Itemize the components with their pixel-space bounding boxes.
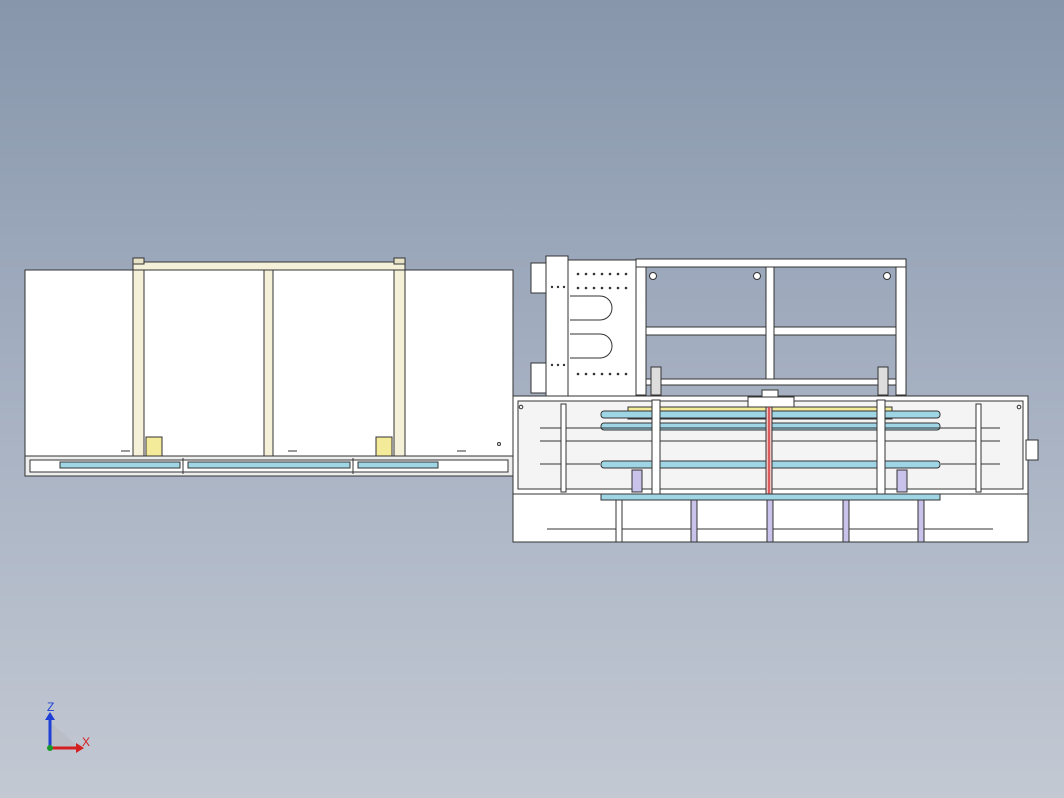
right-foot-bracket <box>375 436 393 457</box>
bed-column <box>876 399 886 495</box>
bed-side-post <box>975 403 982 493</box>
left-base-tube <box>357 461 439 469</box>
bed-foot-post <box>896 469 908 493</box>
left-base-tube <box>59 461 181 469</box>
fastener-dot <box>518 404 524 410</box>
gripper-plate <box>567 259 637 397</box>
side-connector <box>1025 439 1039 461</box>
right-upright <box>393 269 406 457</box>
z-axis-arrowhead-icon <box>45 712 55 720</box>
gripper-slot-upper <box>570 295 613 321</box>
support-leg <box>690 499 698 543</box>
left-upright <box>132 269 145 457</box>
triad-plane-icon <box>50 722 80 748</box>
support-leg <box>917 499 925 543</box>
clamp-cylinder-left <box>650 366 662 396</box>
support-leg <box>615 499 623 543</box>
triad-origin-icon <box>47 745 53 751</box>
upper-frame-top-bar <box>635 258 907 268</box>
left-foot-bracket <box>145 436 163 457</box>
left-machine-assembly[interactable] <box>24 257 514 477</box>
fastener-dot <box>1016 404 1022 410</box>
upper-frame-center-post <box>765 266 775 384</box>
support-leg <box>766 499 774 543</box>
bolt-icon <box>753 272 761 280</box>
clamp-cylinder-right <box>877 366 889 396</box>
view-orientation-triad[interactable]: Z X <box>45 700 90 753</box>
bed-side-post <box>560 403 567 493</box>
upper-frame-bottom-bar <box>645 378 897 386</box>
fastener-dot <box>497 442 501 446</box>
lower-base-tube <box>600 493 941 501</box>
gripper-side-plate <box>530 262 547 294</box>
bolt-icon <box>883 272 891 280</box>
upper-frame-right-post <box>895 266 907 396</box>
support-leg <box>842 499 850 543</box>
right-machine-assembly[interactable] <box>512 255 1039 543</box>
z-axis-label: Z <box>47 700 54 714</box>
center-upright <box>263 269 274 457</box>
gripper-side-plate <box>530 362 547 394</box>
center-carriage-block <box>747 396 795 408</box>
x-axis-label: X <box>82 735 90 749</box>
left-base-tube <box>187 461 351 469</box>
upper-frame-left-post <box>635 266 647 396</box>
right-frame-cap <box>393 257 406 265</box>
left-frame-cap <box>132 257 145 265</box>
carriage-top-cap <box>761 389 779 398</box>
bed-foot-post <box>631 469 643 493</box>
gripper-hole-pattern <box>550 272 628 376</box>
left-top-frame-bar <box>132 261 406 271</box>
gripper-slot-lower <box>570 333 613 359</box>
bolt-icon <box>649 272 657 280</box>
gripper-mount-column <box>545 255 569 397</box>
bed-column <box>651 399 661 495</box>
x-axis-arrowhead-icon <box>76 743 84 753</box>
